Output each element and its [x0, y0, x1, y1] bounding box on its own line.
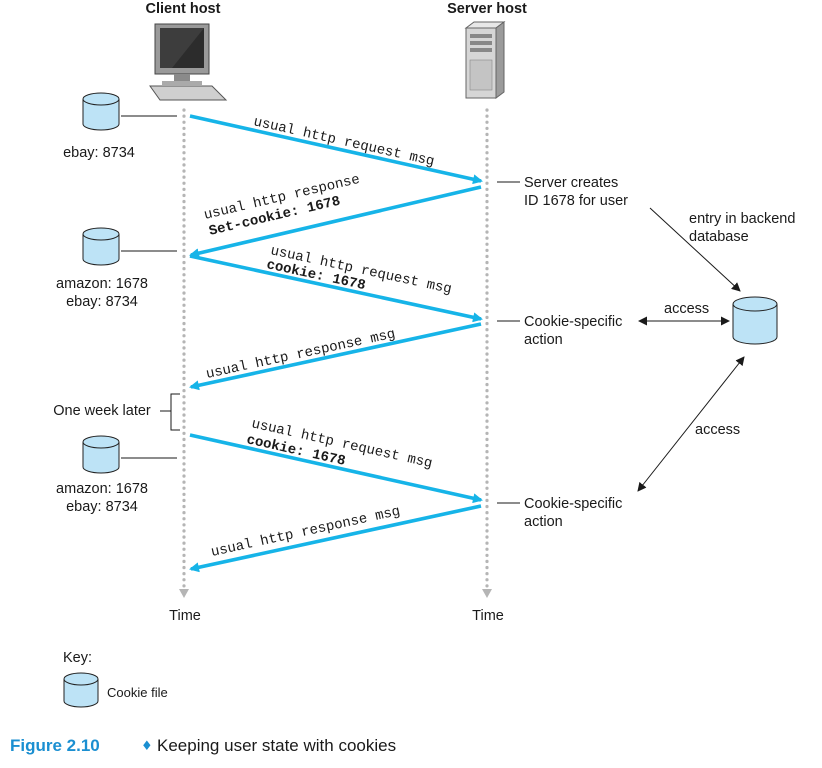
figure-caption: Keeping user state with cookies — [157, 736, 396, 755]
one-week-later-label: One week later — [53, 403, 151, 419]
entry-database-label: entry in backend — [689, 211, 795, 227]
server-time-label: Time — [472, 608, 504, 624]
server-creates-label: Server creates — [524, 175, 618, 191]
caption-bullet: ♦ — [141, 739, 153, 754]
response-arrow — [189, 504, 482, 573]
client-time-arrowhead — [179, 589, 189, 598]
cookie-file-icon — [82, 227, 120, 266]
client-host-header: Client host — [146, 1, 221, 17]
one-week-bracket — [170, 393, 180, 431]
cookie-action-label: action — [524, 332, 563, 348]
request-arrow — [189, 433, 483, 504]
cookie-action-label: Cookie-specific — [524, 496, 622, 512]
client-computer-icon — [149, 23, 228, 101]
request-arrow — [189, 114, 483, 185]
cookie-entry: ebay: 8734 — [63, 145, 135, 161]
cookie-file-icon — [82, 92, 120, 131]
server-creates-label: ID 1678 for user — [524, 193, 628, 209]
entry-database-label: database — [689, 229, 749, 245]
server-tower-icon — [464, 21, 506, 99]
message-label: usual http response msg — [205, 326, 397, 382]
access-arrow — [637, 356, 745, 492]
response-arrow — [189, 185, 482, 259]
access-label: access — [695, 422, 740, 438]
message-label: usual http response msg — [210, 504, 402, 561]
cookie-entry: amazon: 1678 — [56, 276, 148, 292]
cookie-entry: ebay: 8734 — [66, 294, 138, 310]
key-cookie-file-icon — [63, 672, 99, 708]
cookie-entry: amazon: 1678 — [56, 481, 148, 497]
figure-number: Figure 2.10 — [10, 736, 100, 755]
key-cookie-file-label: Cookie file — [107, 685, 168, 700]
cookie-entry: ebay: 8734 — [66, 499, 138, 515]
cookie-action-label: action — [524, 514, 563, 530]
client-time-label: Time — [169, 608, 201, 624]
cookie-action-label: Cookie-specific — [524, 314, 622, 330]
response-arrow — [189, 322, 482, 391]
key-title: Key: — [63, 650, 92, 666]
backend-database-icon — [732, 296, 778, 345]
entry-arrow — [649, 207, 741, 292]
server-host-header: Server host — [447, 1, 527, 17]
access-label: access — [664, 301, 709, 317]
server-time-arrowhead — [482, 589, 492, 598]
message-label: usual http request msg — [252, 114, 436, 170]
cookie-file-icon — [82, 435, 120, 474]
request-arrow — [189, 254, 483, 323]
